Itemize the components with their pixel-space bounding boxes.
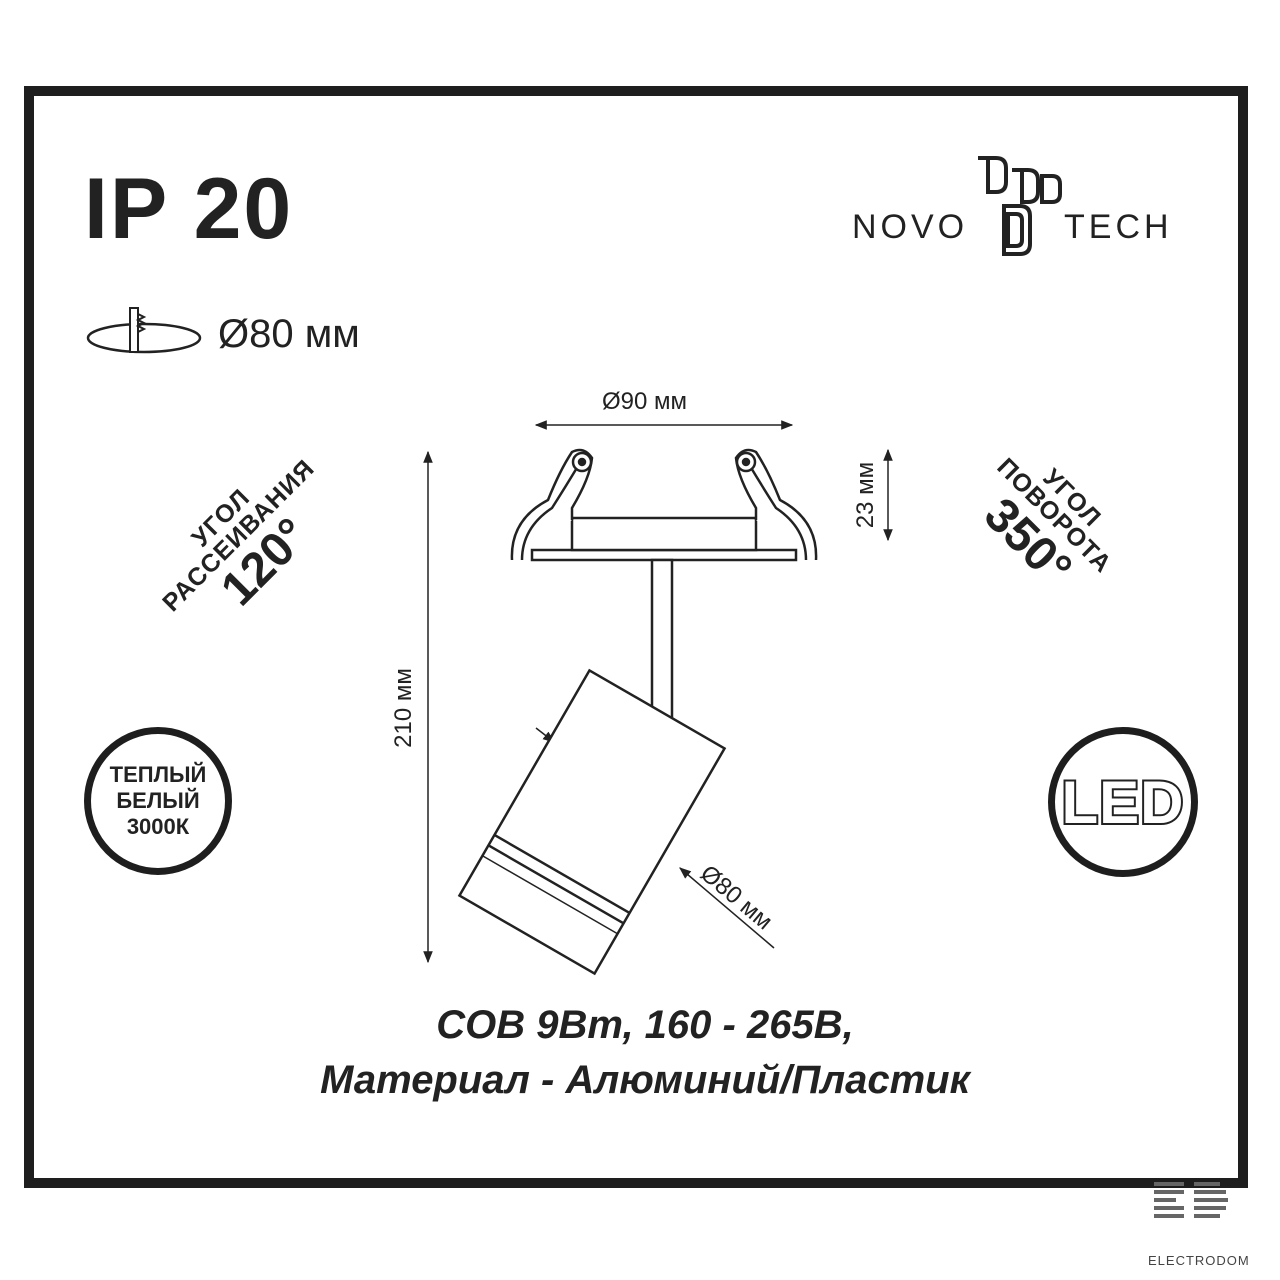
- brand-right: TECH: [1064, 208, 1173, 246]
- brand-left: NOVO: [852, 208, 969, 246]
- drawing-frame: [24, 86, 1248, 1188]
- mount-height-label: 23 мм: [852, 461, 879, 529]
- watermark-text: ELECTRODOM: [1148, 1253, 1250, 1268]
- cutout-diameter: Ø80 мм: [218, 312, 360, 356]
- mounting-ring: [530, 548, 798, 562]
- electrodom-logo-icon: [1154, 1182, 1228, 1218]
- head-diameter-dimension-line: [679, 867, 775, 949]
- color-temp-line3: 3000К: [126, 813, 190, 839]
- lamp-head: [457, 668, 727, 976]
- color-temp-line2: БЕЛЫЙ: [116, 788, 200, 814]
- led-badge-text: LED: [1060, 767, 1186, 838]
- recessed-mount-icon: [86, 307, 202, 354]
- top-diameter-label: Ø90 мм: [602, 388, 688, 415]
- mounting-body: [570, 516, 758, 552]
- spec-line-1: COB 9Вт, 160 - 265В,: [436, 1003, 854, 1047]
- led-badge: LED: [1048, 727, 1198, 877]
- stem: [650, 558, 674, 732]
- color-temp-line1: ТЕПЛЫЙ: [109, 762, 207, 788]
- spec-line-2: Материал - Алюминий/Пластик: [320, 1058, 970, 1102]
- brand-logo-mark: [978, 156, 1062, 256]
- color-temperature-badge: ТЕПЛЫЙ БЕЛЫЙ 3000К: [84, 727, 232, 875]
- ip-rating: IP 20: [84, 161, 294, 257]
- total-height-label: 210 мм: [390, 668, 417, 748]
